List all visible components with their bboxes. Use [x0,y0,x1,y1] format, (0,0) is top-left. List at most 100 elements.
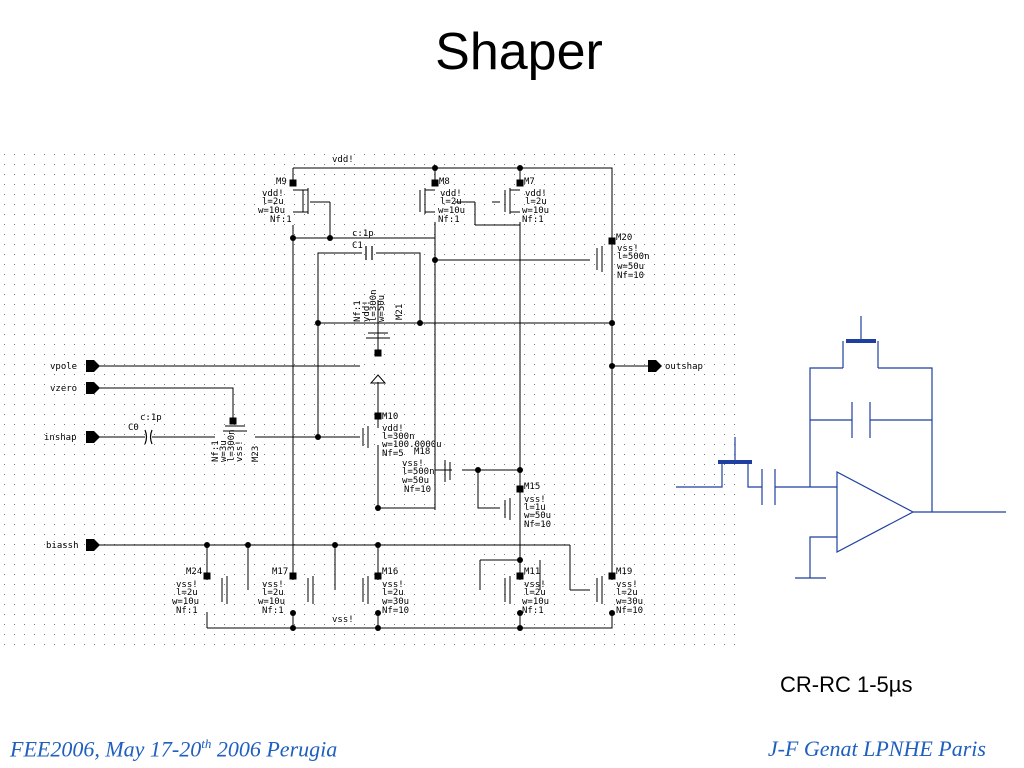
device-bulk: vss! [617,244,639,254]
device-m11: M11 vss! l=2u w=10u Nf:1 [522,567,549,616]
device-length: l=500n [617,252,650,262]
device-width: w=10u [258,597,285,607]
device-fingers: Nf=10 [524,520,551,530]
device-m15: M15 vss! l=1u w=50u Nf=10 [524,482,551,530]
device-width: w=50u [524,511,551,521]
device-width: w=50u [377,295,387,322]
device-m16: M16 vss! l=2u w=30u Nf=10 [382,567,409,616]
device-fingers: Nf:1 [522,215,544,225]
device-bulk: vdd! [525,189,547,199]
device-bulk: vdd! [262,189,284,199]
m21-symbol [366,332,390,357]
device-length: l=2u [262,588,284,598]
device-fingers: Nf:1 [211,440,221,462]
footer-conference: FEE2006, May 17-20th 2006 Perugia [10,736,337,762]
biassh-pin-icon [86,539,100,551]
device-name: M20 [616,233,632,243]
device-width: w=30u [616,597,643,607]
footer-conference-b: 2006 Perugia [211,736,338,762]
device-bulk: vdd! [440,189,462,199]
m17-symbol [289,572,314,604]
opamp-icon [836,471,915,553]
m20-symbol [596,237,616,272]
device-m7: M7 vdd! l=2u w=10u Nf:1 [522,177,549,225]
device-bulk: vss! [235,440,245,462]
device-name: M24 [186,567,202,577]
device-length: l=2u [616,588,638,598]
device-width: w=10u [438,206,465,216]
device-m23: M23 Nf:1 w=3u l=300n vss! [211,429,261,462]
device-name: M15 [524,482,540,492]
device-width: w=50u [617,262,644,272]
capacitor-label: C0 [128,423,139,433]
device-m20: M20 vss! l=500n w=50u Nf=10 [616,233,650,281]
shaper-schematic: vpole vzero inshap biassh outshap vdd! v… [0,150,738,650]
device-width: w=3u [219,440,229,462]
device-fingers: Nf=10 [382,606,409,616]
device-name: M21 [395,304,405,320]
device-length: l=300n [227,429,237,462]
m9-symbol [289,179,309,214]
m10-symbol [362,374,387,448]
device-width: w=10u [522,206,549,216]
capacitor-label: C1 [352,241,363,251]
port-label-vzero: vzero [50,384,77,394]
device-name: M10 [382,412,398,422]
device-bulk: vss! [616,580,638,590]
port-label-biassh: biassh [46,541,79,551]
vss-rail [207,612,613,629]
port-label-vpole: vpole [50,362,77,372]
device-name: M9 [276,177,287,187]
device-name: M17 [272,567,288,577]
device-bulk: vss! [524,580,546,590]
capacitor-c0 [144,429,153,445]
schematic-grid [0,150,738,650]
vzero-pin-icon [86,382,100,394]
device-fingers: Nf:1 [176,606,198,616]
m15-symbol [504,485,524,520]
device-width: w=50u [402,476,429,486]
device-length: l=2u [382,588,404,598]
device-m19: M19 vss! l=2u w=30u Nf=10 [616,567,643,616]
device-name: M19 [616,567,632,577]
device-fingers: Nf=10 [617,271,644,281]
m7-symbol [504,179,524,214]
device-width: w=10u [522,597,549,607]
device-name: M11 [524,567,540,577]
capacitor-c1 [365,246,373,260]
device-length: l=2u [525,197,547,207]
cr-rc-symbol [676,316,1006,579]
device-name: M23 [251,446,261,462]
device-fingers: Nf:1 [438,215,460,225]
device-length: l=2u [440,197,462,207]
device-length: l=1u [524,503,546,513]
device-m17: M17 vss! l=2u w=10u Nf:1 [258,567,288,616]
capacitor-value: c:1p [352,229,374,239]
device-name: M7 [524,177,535,187]
rail-label-vss: vss! [332,615,354,625]
junctions [204,165,615,631]
m18-symbol [444,460,451,482]
device-bulk: vss! [402,459,424,469]
m19-symbol [596,572,616,604]
device-m24: M24 vss! l=2u w=10u Nf:1 [172,567,202,616]
device-fingers: Nf:1 [522,606,544,616]
m16-symbol [362,572,382,604]
device-m8: M8 vdd! l=2u w=10u Nf:1 [438,177,465,225]
device-length: l=2u [262,197,284,207]
port-label-inshap: inshap [44,433,77,443]
device-m10: M10 vdd! l=300n w=100.0000u Nf=5 [382,412,442,459]
footer-conference-sup: th [201,736,212,751]
outshap-pin-icon [648,360,662,372]
m23-symbol [223,417,247,432]
device-width: w=10u [172,597,199,607]
device-name: M8 [439,177,450,187]
footer-author: J-F Genat LPNHE Paris [767,736,986,761]
device-bulk: vdd! [362,300,372,322]
vdd-rail [293,167,613,240]
device-bulk: vdd! [382,424,404,434]
device-m9: M9 vdd! l=2u w=10u Nf:1 [258,177,292,225]
device-length: l=500n [402,467,435,477]
device-bulk: vss! [382,580,404,590]
transistor-symbols [203,179,616,604]
